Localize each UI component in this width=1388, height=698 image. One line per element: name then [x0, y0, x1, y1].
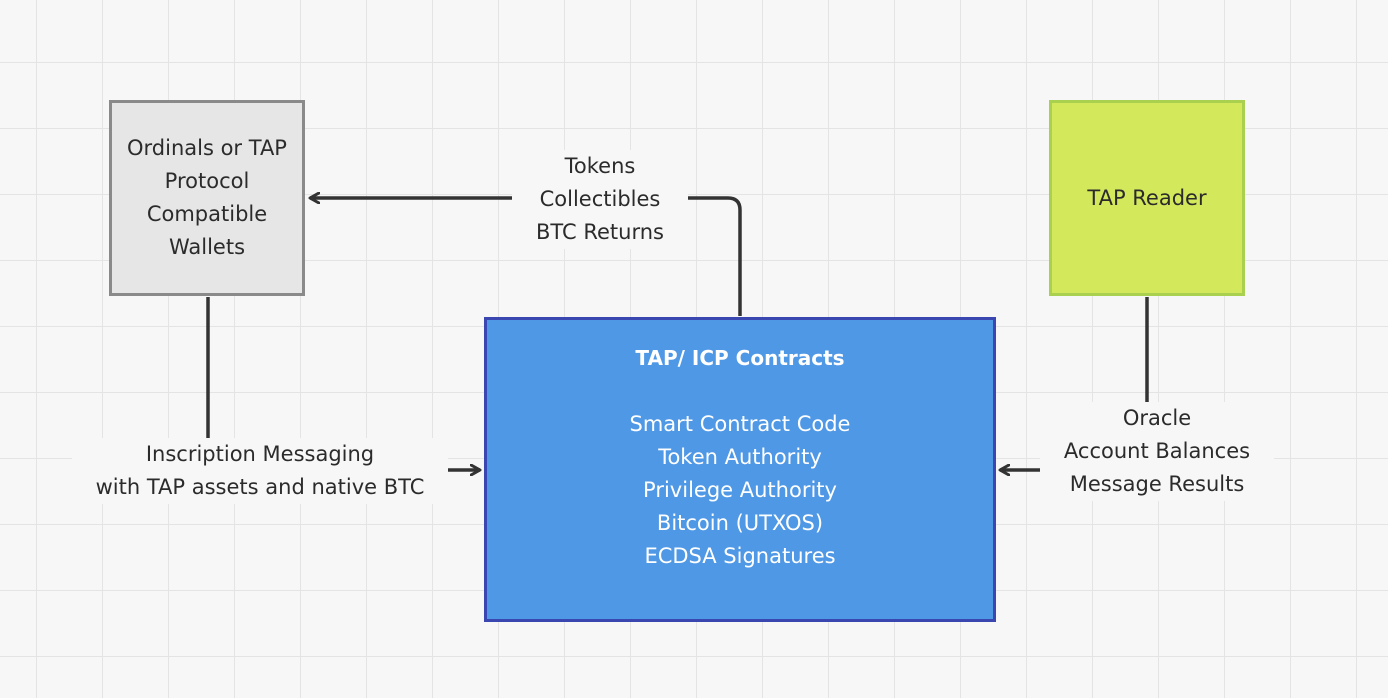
tap-reader-label: TAP Reader	[1087, 186, 1207, 210]
edge-label-line: Oracle	[1122, 406, 1192, 430]
edge-label-line: with TAP assets and native BTC	[95, 475, 425, 499]
edge-label-line: BTC Returns	[536, 220, 664, 244]
contracts-item: Smart Contract Code	[629, 412, 851, 436]
connector-contracts-to-wallets[interactable]	[310, 198, 742, 316]
contracts-item: Privilege Authority	[643, 478, 837, 502]
wallets-line: Compatible	[146, 202, 268, 226]
edge-label-reader-to-contracts: Oracle Account Balances Message Results	[1040, 402, 1274, 501]
edge-label-line: Tokens	[564, 154, 636, 178]
tap-reader-node[interactable]: TAP Reader	[1049, 100, 1245, 296]
contracts-node[interactable]: TAP/ ICP Contracts Smart Contract Code T…	[484, 317, 996, 622]
edge-label-contracts-to-wallets: Tokens Collectibles BTC Returns	[512, 150, 688, 249]
wallets-line: Protocol	[164, 169, 250, 193]
contracts-title: TAP/ ICP Contracts	[635, 346, 845, 370]
wallets-line: Ordinals or TAP	[127, 136, 287, 160]
edge-label-line: Collectibles	[539, 187, 661, 211]
contracts-item: Bitcoin (UTXOS)	[656, 511, 824, 535]
edge-label-line: Inscription Messaging	[145, 442, 375, 466]
contracts-item: ECDSA Signatures	[644, 544, 836, 568]
edge-label-line: Account Balances	[1063, 439, 1251, 463]
wallets-line: Wallets	[168, 235, 246, 259]
wallets-node[interactable]: Ordinals or TAP Protocol Compatible Wall…	[109, 100, 305, 296]
edge-label-line: Message Results	[1069, 472, 1245, 496]
edge-label-wallets-to-contracts: Inscription Messaging with TAP assets an…	[72, 438, 448, 504]
contracts-item: Token Authority	[658, 445, 822, 469]
